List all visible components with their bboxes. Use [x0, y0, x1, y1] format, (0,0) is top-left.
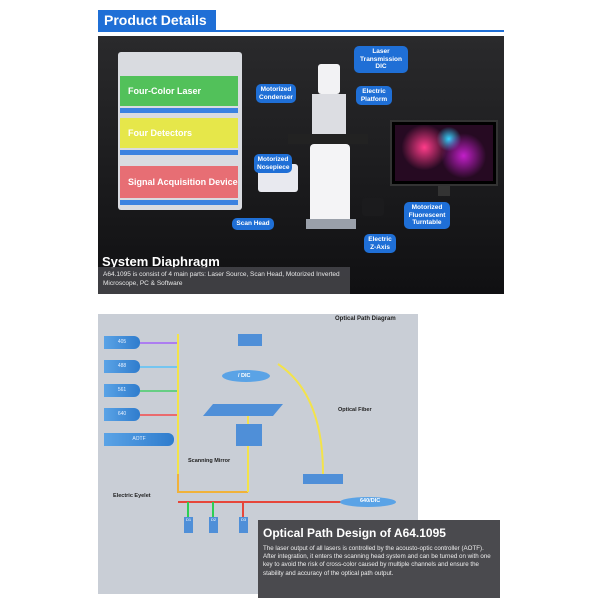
optical-caption-box [258, 520, 500, 598]
aotf-block: AOTF [104, 433, 174, 446]
eyelet-label: Electric Eyelet [113, 493, 151, 499]
band-divider [120, 150, 238, 155]
callout-turntable: Motorized Fluorescent Turntable [404, 202, 450, 229]
band-laser-label: Four-Color Laser [128, 86, 202, 96]
band-signal-label: Signal Acquisition Device [128, 177, 238, 187]
system-caption-box [98, 267, 350, 294]
scanning-mirror-label: Scanning Mirror [188, 458, 231, 464]
system-photo-panel: Four-Color Laser Four Detectors Signal A… [98, 36, 504, 294]
callout-scan-head: Scan Head [232, 218, 274, 230]
detector-3: D3 [239, 517, 248, 533]
detector-1: D1 [184, 517, 193, 533]
fiber-label: Optical Fiber [338, 407, 372, 413]
callout-laser-dic: Laser Transmission DIC [354, 46, 408, 73]
band-laser: Four-Color Laser [120, 76, 238, 106]
callout-nosepiece: Motorized Nosepiece [254, 154, 292, 173]
callout-z-axis: Electric Z-Axis [364, 234, 396, 253]
system-description: A64.1095 is consist of 4 main parts: Las… [103, 271, 340, 287]
band-detectors-label: Four Detectors [128, 128, 193, 138]
detector-2: D2 [209, 517, 218, 533]
optical-diagram-title: Optical Path Diagram [335, 316, 396, 322]
fluorescence-image [395, 125, 493, 181]
beam-paths [140, 334, 396, 519]
dic-label: / DIC [238, 373, 251, 379]
band-divider [120, 200, 238, 205]
monitor-stand [438, 186, 450, 196]
monitor [390, 120, 498, 186]
section-title: Product Details [98, 10, 216, 30]
laser-405: 405 [104, 336, 140, 349]
microscope [288, 64, 368, 264]
callout-platform: Electric Platform [356, 86, 392, 105]
title-underline [98, 30, 504, 32]
band-divider [120, 108, 238, 113]
band-detectors: Four Detectors [120, 118, 238, 148]
laser-488: 488 [104, 360, 140, 373]
band-signal: Signal Acquisition Device [120, 166, 238, 198]
optical-description: The laser output of all lasers is contro… [263, 545, 491, 577]
callout-condenser: Motorized Condenser [256, 84, 296, 103]
output-label: 640/DIC [360, 498, 381, 504]
optical-heading: Optical Path Design of A64.1095 [263, 526, 446, 540]
laser-561: 561 [104, 384, 140, 397]
laser-640: 640 [104, 408, 140, 421]
controller [362, 198, 384, 216]
system-title: System Diaphragm [102, 254, 220, 269]
